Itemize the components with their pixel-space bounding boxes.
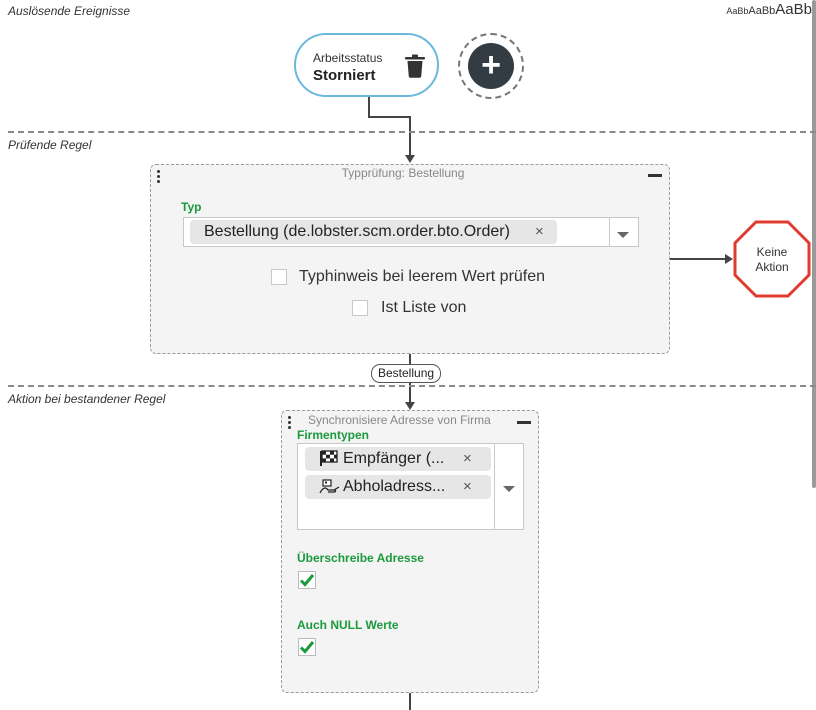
- minimize-icon[interactable]: [517, 421, 531, 424]
- null-values-checkbox[interactable]: [298, 638, 316, 656]
- type-field-label: Typ: [181, 200, 202, 214]
- plus-icon: +: [468, 43, 514, 89]
- type-chip: Bestellung (de.lobster.scm.order.bto.Ord…: [190, 220, 557, 244]
- add-event-button[interactable]: +: [458, 33, 524, 99]
- event-value: Storniert: [313, 67, 376, 84]
- checkmark-icon: [299, 641, 315, 654]
- event-label: Arbeitsstatus: [313, 51, 383, 65]
- company-types-select[interactable]: Empfänger (... × Abholadress... ×: [297, 443, 524, 530]
- sync-address-card: Synchronisiere Adresse von Firma Firment…: [281, 410, 539, 693]
- no-action-line1: Keine: [756, 245, 788, 259]
- overwrite-address-checkbox[interactable]: [298, 571, 316, 589]
- company-type-chip: Empfänger (... ×: [305, 447, 491, 471]
- chip-remove-icon[interactable]: ×: [463, 450, 472, 467]
- connector-arrow: [405, 155, 415, 163]
- checkmark-icon: [299, 574, 315, 587]
- no-action-line2: Aktion: [755, 260, 789, 274]
- company-type-chip: Abholadress... ×: [305, 475, 491, 499]
- section-label-checking-rule: Prüfende Regel: [8, 138, 92, 152]
- card-title: Typprüfung: Bestellung: [341, 166, 465, 180]
- font-size-large[interactable]: AaBb: [775, 1, 812, 18]
- connector-line: [670, 258, 727, 260]
- chip-remove-icon[interactable]: ×: [535, 223, 544, 240]
- connector-label: Bestellung: [371, 364, 442, 383]
- company-type-chip-label: Empfänger (...: [343, 450, 445, 467]
- minimize-icon[interactable]: [648, 174, 662, 177]
- dropdown-separator: [609, 218, 610, 246]
- chip-remove-icon[interactable]: ×: [463, 478, 472, 495]
- section-divider: [8, 131, 816, 133]
- type-select[interactable]: Bestellung (de.lobster.scm.order.bto.Ord…: [183, 217, 639, 247]
- trash-icon[interactable]: [404, 54, 426, 78]
- connector-line: [368, 97, 370, 117]
- section-label-triggers: Auslösende Ereignisse: [8, 4, 131, 18]
- connector-line: [368, 116, 410, 118]
- section-divider: [8, 385, 816, 387]
- event-node[interactable]: Arbeitsstatus Storniert: [294, 33, 439, 97]
- company-type-chip-label: Abholadress...: [343, 478, 446, 495]
- overwrite-address-label: Überschreibe Adresse: [297, 551, 424, 565]
- font-size-switcher: AaBbAaBbAaBb: [726, 1, 812, 19]
- font-size-medium[interactable]: AaBb: [748, 5, 776, 17]
- connector-line: [409, 116, 411, 156]
- connector-arrow: [725, 254, 733, 264]
- no-action-label: Keine Aktion: [739, 245, 805, 275]
- company-types-label: Firmentypen: [297, 428, 370, 442]
- pickup-icon: [319, 479, 340, 494]
- dropdown-separator: [494, 444, 495, 529]
- flag-icon: [320, 450, 338, 466]
- section-label-action: Aktion bei bestandener Regel: [8, 392, 166, 406]
- kebab-menu-icon[interactable]: [288, 416, 291, 431]
- kebab-menu-icon[interactable]: [157, 170, 160, 185]
- type-hint-label: Typhinweis bei leerem Wert prüfen: [299, 268, 546, 285]
- no-action-node[interactable]: [733, 220, 811, 298]
- connector-arrow: [405, 402, 415, 410]
- is-list-checkbox[interactable]: [352, 300, 368, 316]
- chevron-down-icon[interactable]: [617, 232, 629, 238]
- font-size-small[interactable]: AaBb: [726, 6, 749, 16]
- type-check-card: Typprüfung: Bestellung Typ Bestellung (d…: [150, 164, 670, 354]
- null-values-label: Auch NULL Werte: [297, 618, 399, 632]
- is-list-label: Ist Liste von: [381, 299, 467, 316]
- card-title: Synchronisiere Adresse von Firma: [308, 413, 491, 427]
- scrollbar[interactable]: [812, 0, 816, 488]
- connector-line: [409, 693, 411, 710]
- chevron-down-icon[interactable]: [503, 486, 515, 492]
- type-chip-label: Bestellung (de.lobster.scm.order.bto.Ord…: [204, 223, 510, 240]
- type-hint-checkbox[interactable]: [271, 269, 287, 285]
